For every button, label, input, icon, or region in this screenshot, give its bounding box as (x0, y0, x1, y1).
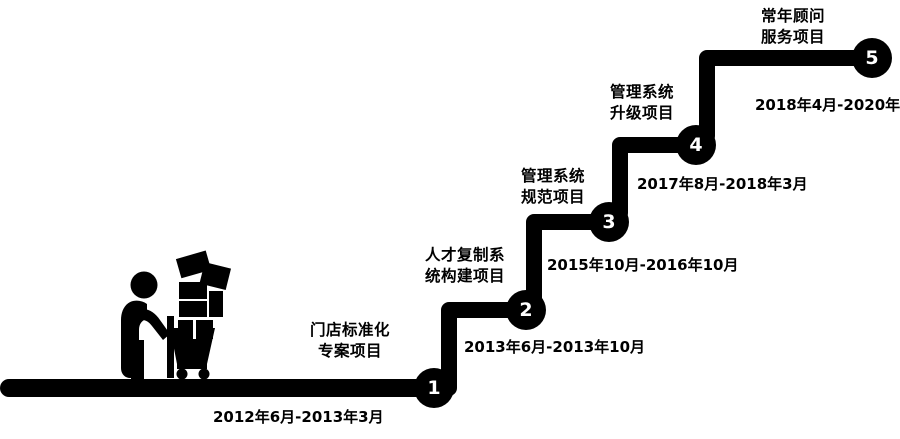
person-leg-icon (131, 340, 144, 379)
riser-3-4 (612, 137, 704, 221)
step-node-3[interactable]: 3 (589, 202, 629, 242)
ground-bar (0, 379, 440, 397)
box-stack-side-icon (209, 291, 223, 317)
cart-basket-bar-icon (176, 342, 206, 348)
step-node-1-number: 1 (427, 377, 440, 399)
step-node-3-number: 3 (602, 211, 615, 233)
step-node-5[interactable]: 5 (852, 38, 892, 78)
step-node-1[interactable]: 1 (414, 368, 454, 408)
cart-frame-icon (177, 364, 207, 369)
riser-1-2 (441, 302, 534, 396)
staircase-path (441, 50, 880, 396)
cart-wheel-left-icon (176, 368, 188, 380)
cart-handle-icon (167, 316, 174, 378)
step-node-2-number: 2 (519, 299, 532, 321)
person-arm-icon (142, 309, 170, 340)
box-tilted-right-icon (199, 262, 232, 291)
step-node-4-number: 4 (689, 134, 702, 156)
person-pushing-shopping-cart-with-boxes-icon (121, 250, 232, 380)
step-node-2[interactable]: 2 (506, 290, 546, 330)
riser-4-5 (699, 50, 880, 144)
step-nodes: 1 2 3 4 5 (414, 38, 892, 408)
box-stack-mid-icon (179, 301, 207, 317)
box-tilted-left-icon (175, 250, 212, 279)
step-node-5-number: 5 (865, 47, 878, 69)
person-torso-icon (121, 300, 147, 378)
step-node-4[interactable]: 4 (676, 125, 716, 165)
box-seam-icon (193, 320, 196, 339)
box-stack-upper-icon (179, 282, 207, 299)
riser-2-3 (526, 214, 617, 310)
cart-wheel-right-icon (198, 368, 210, 380)
person-head-icon (130, 271, 158, 299)
